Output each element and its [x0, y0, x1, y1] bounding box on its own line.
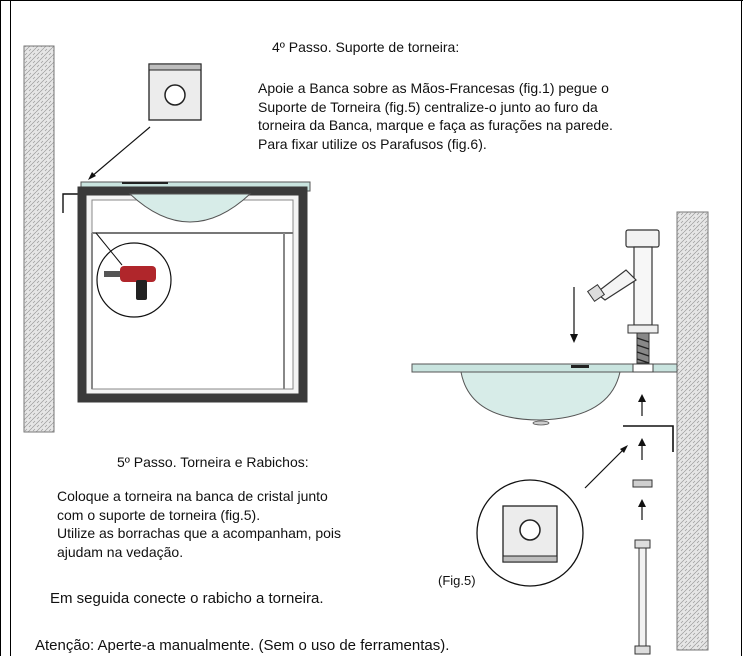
warning-text: Atenção: Aperte-a manualmente. (Sem o us… — [35, 637, 450, 654]
step5-line: Coloque a torneira na banca de cristal j… — [57, 488, 328, 504]
step4-heading: 4º Passo. Suporte de torneira: — [272, 39, 460, 55]
step5-line: com o suporte de torneira (fig.5). — [57, 506, 261, 523]
connect-hose-text: Em seguida conecte o rabicho a torneira. — [50, 590, 324, 607]
washer — [632, 479, 653, 488]
step4-line: torneira da Banca, marque e faça as fura… — [258, 117, 613, 133]
page-border-right — [741, 0, 742, 656]
step5-line: ajudam na vedação. — [57, 543, 184, 560]
pointer-arrow-bottom — [584, 447, 626, 489]
page-border-left — [0, 0, 1, 656]
step5-instructions: Coloque a torneira na banca de cristal j… — [57, 487, 341, 561]
hose-icon — [634, 539, 651, 655]
fig5-label: (Fig.5) — [438, 573, 476, 588]
page-border-left-inner — [10, 0, 11, 656]
faucet-icon — [586, 229, 660, 364]
step4-instructions: Apoie a Banca sobre as Mãos-Francesas (f… — [258, 79, 613, 153]
faucet-bracket — [623, 425, 674, 452]
step5-heading: 5º Passo. Torneira e Rabichos: — [117, 454, 309, 470]
step4-line: Apoie a Banca sobre as Mãos-Francesas (f… — [258, 80, 609, 96]
step4-line: Suporte de Torneira (fig.5) centralize-o… — [258, 98, 598, 115]
step4-line: Para fixar utilize os Parafusos (fig.6). — [258, 135, 487, 152]
right-wall — [676, 211, 709, 651]
left-wall — [23, 45, 55, 433]
step5-line: Utilize as borrachas que a acompanham, p… — [57, 525, 342, 541]
pointer-arrow-top — [90, 126, 151, 178]
page-border-top — [0, 0, 743, 1]
